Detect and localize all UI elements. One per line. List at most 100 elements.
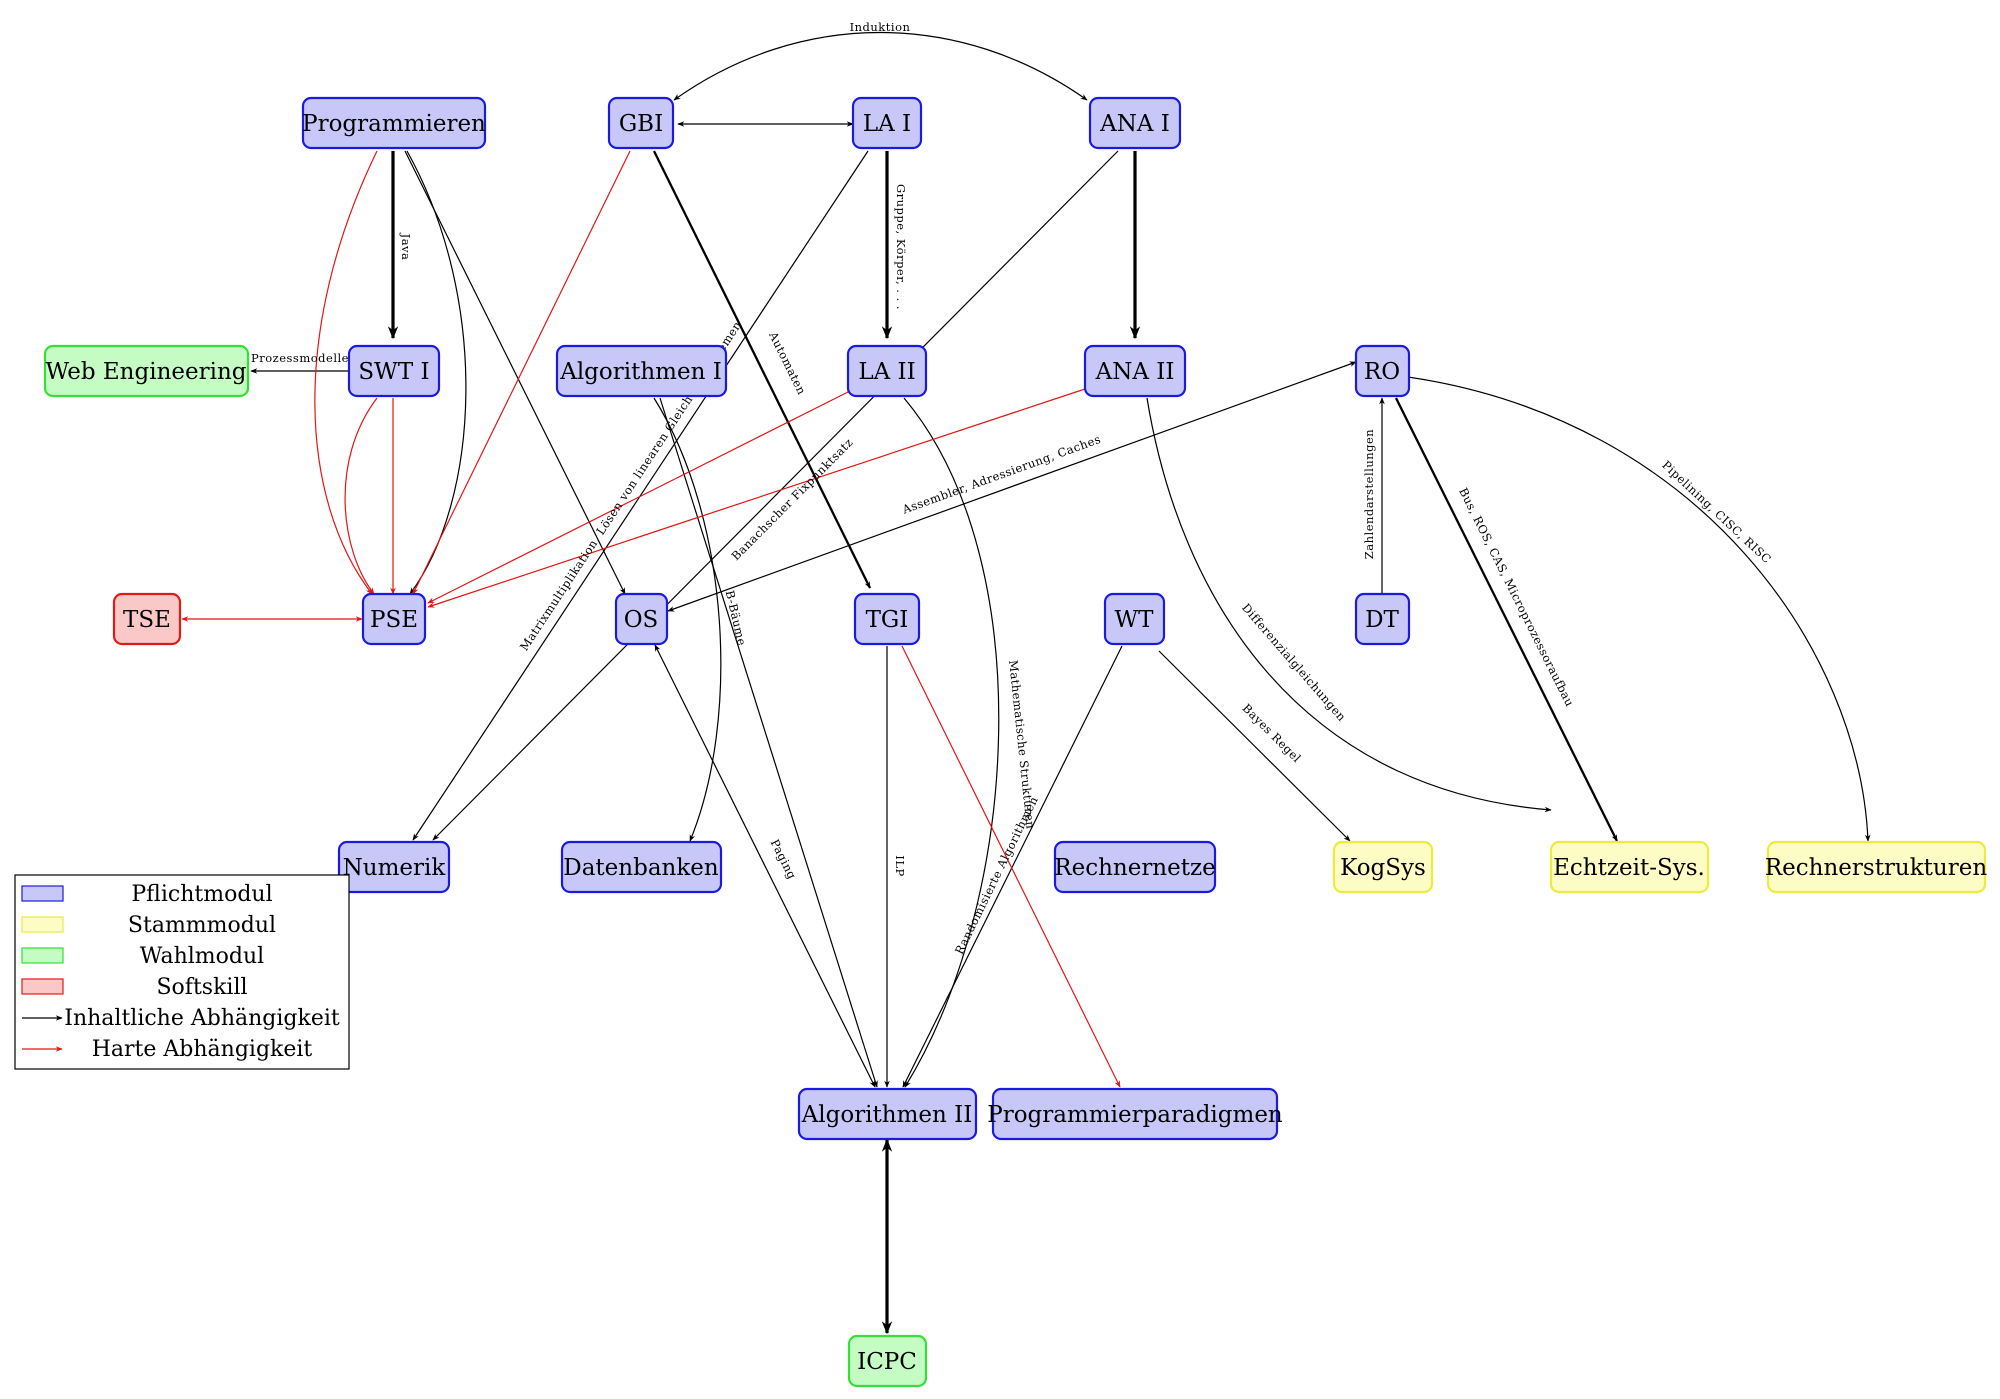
node-rechnerstrukturen-label: Rechnerstrukturen bbox=[1765, 855, 1987, 881]
label-java: Java bbox=[399, 233, 413, 261]
node-dt-box bbox=[1354, 592, 1411, 646]
edge-prog-pse-red bbox=[314, 150, 378, 595]
legend-swatch-wahl bbox=[21, 947, 64, 964]
nodes: Programmieren GBI LA I ANA I Web Enginee… bbox=[43, 96, 1987, 1388]
legend-swatch-stamm bbox=[21, 916, 64, 933]
node-icpc-label: ICPC bbox=[857, 1349, 917, 1375]
node-echtzeit-box bbox=[1549, 840, 1710, 894]
node-ana1: ANA I bbox=[1088, 96, 1182, 150]
node-programmieren-label: Programmieren bbox=[302, 111, 486, 137]
node-programmieren-box bbox=[301, 96, 487, 150]
node-echtzeit: Echtzeit-Sys. bbox=[1549, 840, 1710, 894]
node-web-box bbox=[43, 344, 250, 398]
edge-ana2-pse-red bbox=[427, 387, 1089, 608]
label-baeume: B-Bäume bbox=[723, 589, 749, 647]
node-ro-box bbox=[1354, 344, 1411, 398]
node-la1-label: LA I bbox=[863, 111, 911, 137]
edges bbox=[181, 31, 1871, 1335]
label-assembler: Assembler, Adressierung, Caches bbox=[900, 432, 1103, 517]
edge-labels: Induktion Java Gruppe, Körper, . . . Pro… bbox=[251, 20, 1774, 957]
edge-os-algo2 bbox=[654, 644, 876, 1088]
node-tgi-label: TGI bbox=[866, 607, 909, 633]
node-gbi-box bbox=[607, 96, 675, 150]
node-la2-label: LA II bbox=[858, 359, 915, 385]
legend-swatch-pflicht bbox=[21, 885, 64, 902]
legend-swatch-soft bbox=[21, 978, 64, 995]
node-tse: TSE bbox=[112, 592, 182, 646]
legend-label-stamm: Stammmodul bbox=[128, 913, 276, 938]
node-tse-label: TSE bbox=[123, 607, 171, 633]
node-ana2: ANA II bbox=[1083, 344, 1187, 398]
node-datenbanken-label: Datenbanken bbox=[563, 855, 719, 881]
node-ana1-label: ANA I bbox=[1099, 111, 1170, 137]
legend: Pflichtmodul Stammmodul Wahlmodul Softsk… bbox=[14, 874, 350, 1070]
node-swt1-box bbox=[347, 344, 441, 398]
edge-gbi-pse-red bbox=[412, 150, 631, 595]
node-ana2-label: ANA II bbox=[1095, 359, 1175, 385]
node-ro: RO bbox=[1354, 344, 1411, 398]
node-dt-label: DT bbox=[1365, 607, 1399, 633]
node-paradigmen-box bbox=[991, 1087, 1279, 1141]
node-la1-box bbox=[851, 96, 923, 150]
node-rechnernetze: Rechnernetze bbox=[1053, 840, 1217, 894]
node-datenbanken: Datenbanken bbox=[560, 840, 723, 894]
node-dt: DT bbox=[1354, 592, 1411, 646]
edge-algo1-algo2 bbox=[659, 397, 878, 1088]
node-ana1-box bbox=[1088, 96, 1182, 150]
node-ana2-box bbox=[1083, 344, 1187, 398]
label-prozessmodelle: Prozessmodelle bbox=[251, 351, 349, 365]
label-bayes: Bayes Regel bbox=[1240, 701, 1304, 765]
node-wt-box bbox=[1103, 592, 1166, 646]
node-la1: LA I bbox=[851, 96, 923, 150]
edge-tgi-paradigmen-red bbox=[901, 645, 1121, 1088]
node-kogsys-box bbox=[1332, 840, 1434, 894]
legend-label-hard: Harte Abhängigkeit bbox=[92, 1037, 313, 1062]
edge-la2-pse-red bbox=[427, 391, 849, 604]
node-rechnerstrukturen: Rechnerstrukturen bbox=[1765, 840, 1987, 894]
node-tse-box bbox=[112, 592, 182, 646]
node-kogsys-label: KogSys bbox=[1340, 855, 1426, 881]
label-pipelining: Pipelining, CISC, RISC bbox=[1659, 458, 1774, 566]
node-rechnerstrukturen-box bbox=[1766, 840, 1987, 894]
node-algo2: Algorithmen II bbox=[797, 1087, 978, 1141]
edge-ana2-echtzeit bbox=[1146, 397, 1552, 813]
node-pse-label: PSE bbox=[370, 607, 418, 633]
node-pse: PSE bbox=[361, 592, 427, 646]
edge-ro-rechnerstrukturen bbox=[1407, 376, 1871, 842]
node-paradigmen: Programmierparadigmen bbox=[987, 1087, 1283, 1141]
node-rechnernetze-label: Rechnernetze bbox=[1054, 855, 1215, 881]
node-ro-label: RO bbox=[1364, 359, 1400, 385]
label-ilp: ILP bbox=[893, 855, 907, 876]
node-swt1: SWT I bbox=[347, 344, 441, 398]
node-algo1-box bbox=[555, 344, 728, 398]
node-paradigmen-label: Programmierparadigmen bbox=[987, 1102, 1283, 1128]
node-wt-label: WT bbox=[1115, 607, 1155, 633]
edge-prog-os bbox=[404, 150, 626, 595]
edge-la2-algo2 bbox=[903, 397, 1000, 1088]
node-wt: WT bbox=[1103, 592, 1166, 646]
node-kogsys: KogSys bbox=[1332, 840, 1434, 894]
node-rechnernetze-box bbox=[1053, 840, 1217, 894]
edge-wt-kogsys bbox=[1158, 650, 1351, 842]
node-web-label: Web Engineering bbox=[45, 359, 246, 385]
node-tgi: TGI bbox=[853, 592, 921, 646]
label-automaten: Automaten bbox=[766, 329, 809, 397]
node-la2: LA II bbox=[846, 344, 928, 398]
node-algo1-label: Algorithmen I bbox=[559, 359, 722, 385]
node-icpc-box bbox=[847, 1334, 928, 1388]
node-numerik: Numerik bbox=[337, 840, 451, 894]
label-gruppe: Gruppe, Körper, . . . bbox=[894, 184, 908, 310]
edge-ro-echtzeit bbox=[1394, 397, 1619, 842]
node-algo2-box bbox=[797, 1087, 978, 1141]
node-swt1-label: SWT I bbox=[358, 359, 429, 385]
node-echtzeit-label: Echtzeit-Sys. bbox=[1553, 855, 1705, 881]
node-os-box bbox=[614, 592, 669, 646]
legend-label-wahl: Wahlmodul bbox=[140, 944, 264, 969]
node-os-label: OS bbox=[624, 607, 659, 633]
node-numerik-label: Numerik bbox=[343, 855, 447, 881]
node-tgi-box bbox=[853, 592, 921, 646]
node-icpc: ICPC bbox=[847, 1334, 928, 1388]
node-la2-box bbox=[846, 344, 928, 398]
label-banach: Banachscher Fixpunktsatz bbox=[729, 435, 856, 563]
node-pse-box bbox=[361, 592, 427, 646]
